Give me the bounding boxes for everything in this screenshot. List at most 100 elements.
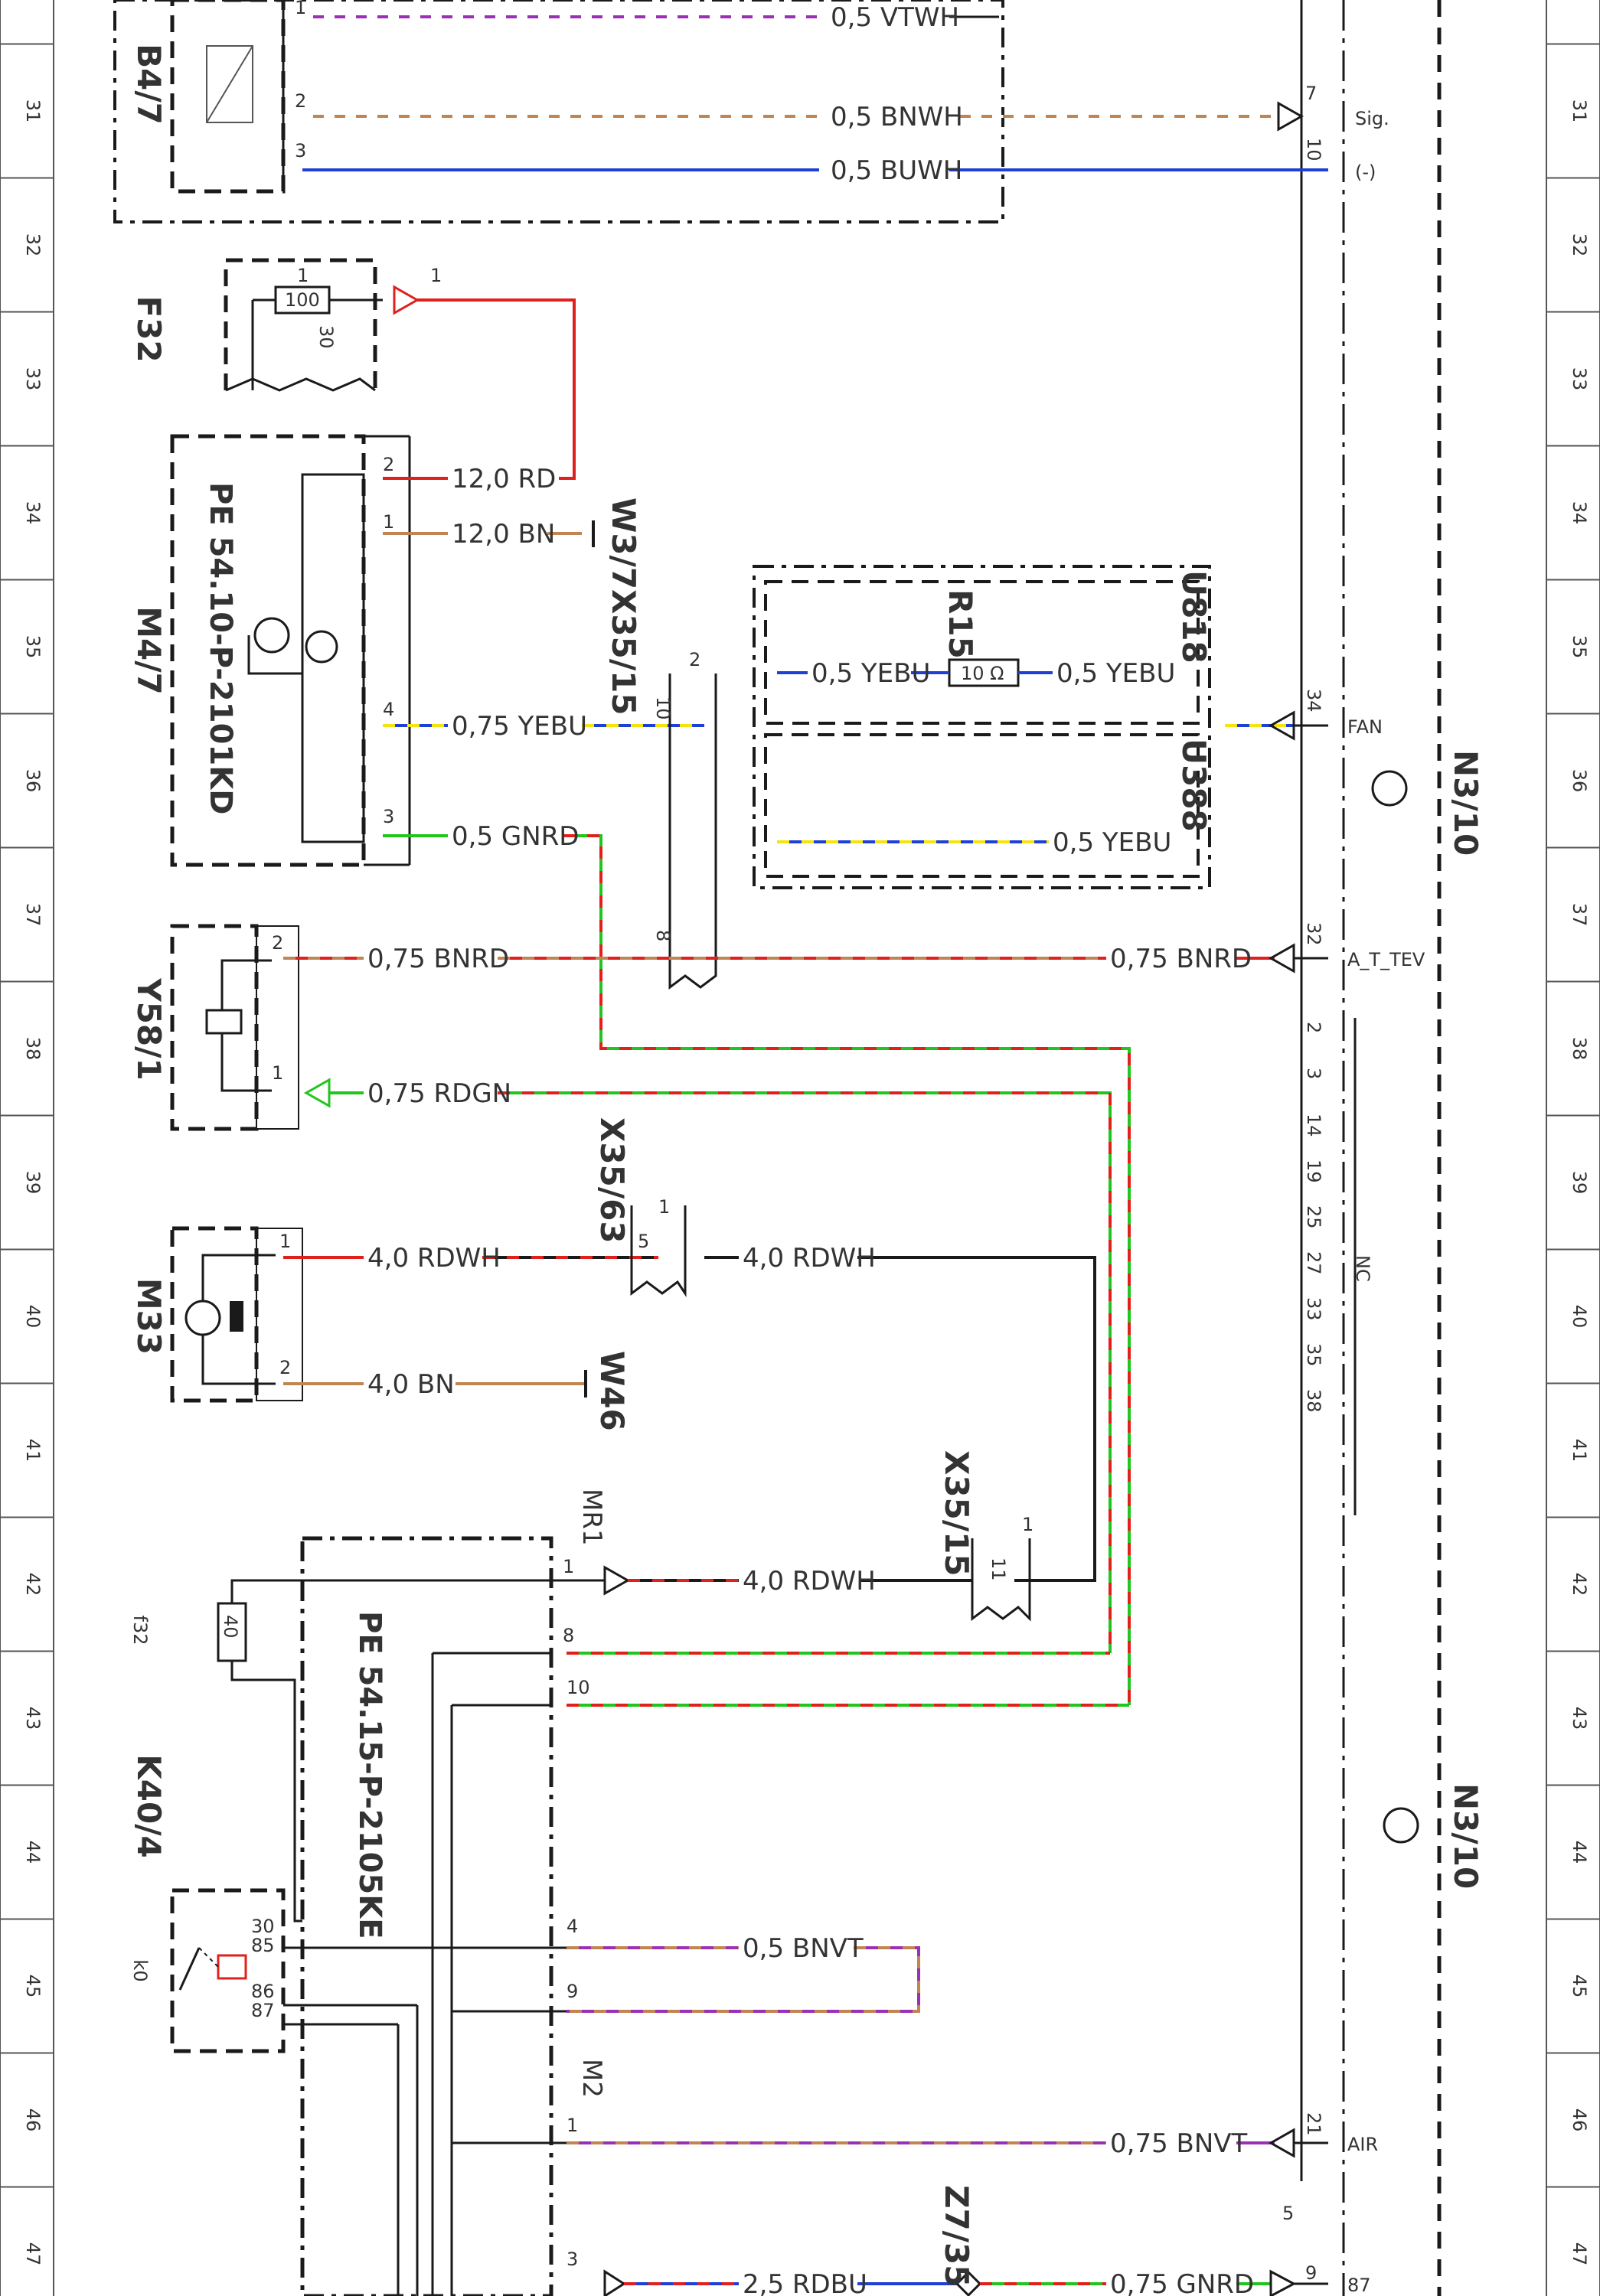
r15-resistor-value: 10 Ω	[961, 663, 1004, 684]
x35-15-label-b: X35/15	[938, 1450, 975, 1577]
b4-7-pin-1: 1	[295, 0, 306, 18]
row-number-right: 45	[1569, 1975, 1590, 1998]
wire-label-r15-right: 0,5 YEBU	[1056, 658, 1175, 689]
row-number-left: 43	[22, 1707, 44, 1730]
n3-10-label-a: N3/10	[1447, 750, 1484, 856]
m4-7-part-ref: PE 54.10-P-2101KD	[203, 482, 238, 814]
y58-1-component: Y58/1 2 1	[130, 924, 299, 1131]
row-number-left: 41	[22, 1439, 44, 1463]
b4-7-label: B4/7	[130, 44, 168, 125]
n3-pin-fan: FAN	[1347, 716, 1383, 738]
nc-pin-number: 35	[1303, 1343, 1324, 1367]
wire-label-bnwh: 0,5 BNWH	[831, 102, 963, 132]
k0-pin-85: 85	[251, 1935, 275, 1956]
k40-4-part-ref: PE 54.15-P-2105KE	[352, 1611, 387, 1939]
n3-pin-10: 10	[1303, 138, 1324, 161]
x35-15-connector: 2 10 8	[652, 649, 717, 990]
n3-pin-5: 5	[1282, 2203, 1294, 2224]
n3-pin-7: 7	[1305, 83, 1317, 104]
k40-4-m2-pin-1: 1	[567, 2115, 578, 2136]
row-number-right: 44	[1569, 1841, 1590, 1864]
wire-label-rdgn: 0,75 RDGN	[367, 1078, 511, 1109]
y58-1-label: Y58/1	[130, 977, 168, 1080]
row-number-left: 44	[22, 1841, 44, 1864]
k0-pin-30: 30	[251, 1916, 275, 1937]
k40-4-pin-4: 4	[567, 1916, 578, 1937]
row-number-right: 41	[1569, 1439, 1590, 1463]
m4-7-pin-2: 2	[383, 454, 394, 475]
n3-10-module-border	[1300, 0, 1442, 2296]
wire-12-0-rd-path	[417, 298, 576, 480]
y58-1-pin-2: 2	[272, 932, 283, 954]
row-number-right: 46	[1569, 2108, 1590, 2132]
k40-4-label: K40/4	[130, 1754, 168, 1858]
nc-pin-number: 25	[1303, 1205, 1324, 1229]
n3-10-label-b: N3/10	[1447, 1783, 1484, 1889]
transistor-icon	[1371, 770, 1408, 807]
f32-label: F32	[130, 295, 168, 362]
row-number-right: 35	[1569, 635, 1590, 659]
f32-pin-30: 30	[315, 325, 337, 349]
k0-label: k0	[129, 1959, 151, 1981]
wire-label-12-rd: 12,0 RD	[452, 464, 556, 494]
row-number-left: 34	[22, 501, 44, 525]
n3-10-module: N3/10 N3/10 Sig. (-) FAN A_T_TEV NC AIR …	[1282, 83, 1484, 2296]
m4-7-label: M4/7	[130, 606, 168, 695]
x35-15-pin-8: 8	[652, 930, 674, 941]
x35-15-label-a: X35/15	[605, 589, 642, 716]
f32-pin-1: 1	[297, 265, 309, 286]
k0-pin-86: 86	[251, 1981, 275, 2002]
f32-fuse: 100 F32 1 30 1	[130, 258, 442, 392]
f32b-label: f32	[129, 1616, 151, 1645]
k40-4-pin-10: 10	[567, 1677, 590, 1698]
m4-7-pin-1: 1	[383, 511, 394, 533]
n3-pin-minus: (-)	[1355, 161, 1376, 183]
row-number-right: 38	[1569, 1037, 1590, 1061]
row-number-right: 43	[1569, 1707, 1590, 1730]
nc-pin-number: 33	[1303, 1297, 1324, 1321]
row-number-right: 32	[1569, 233, 1590, 257]
b4-7-component: B4/7 1 2 3	[113, 0, 1004, 223]
wire-label-k40-rdwh: 4,0 RDWH	[743, 1566, 876, 1596]
n3-pin-atv: A_T_TEV	[1347, 949, 1425, 970]
b4-7-pin-2: 2	[295, 90, 306, 112]
wire-label-12-bn: 12,0 BN	[452, 519, 555, 550]
nc-pin-number: 2	[1303, 1022, 1324, 1033]
nc-pin-number: 38	[1303, 1389, 1324, 1413]
k40-4-component: K40/4 PE 54.15-P-2105KE 1 8 10 4 9 1 3	[130, 1536, 590, 2296]
wire-label-rdwh-a: 4,0 RDWH	[367, 1243, 501, 1274]
f32-relay-fuse: 40 f32	[129, 1579, 582, 1923]
n3-pin-87: 87	[1347, 2275, 1371, 2296]
m33-pin-1: 1	[279, 1231, 291, 1252]
row-number-left: 45	[22, 1975, 44, 1998]
row-number-right: 33	[1569, 367, 1590, 391]
k40-4-pin-8: 8	[563, 1625, 574, 1646]
z7-35-label: Z7/35	[938, 2185, 975, 2287]
nc-pin-number: 14	[1303, 1114, 1324, 1137]
k40-4-pin-3: 3	[567, 2249, 578, 2270]
row-number-right: 39	[1569, 1171, 1590, 1195]
row-number-left: 33	[22, 367, 44, 391]
row-number-left: 32	[22, 233, 44, 257]
nc-pin-number: 19	[1303, 1159, 1324, 1183]
f32-resistor-value: 100	[285, 289, 320, 311]
k0-pin-87: 87	[251, 2000, 275, 2021]
right-ruler	[1546, 0, 1600, 2296]
u818-u388-wires	[777, 671, 1328, 843]
b4-7-pin-3: 3	[295, 140, 306, 161]
u388-label: U388	[1175, 739, 1213, 832]
wire-label-bnrd-left: 0,75 BNRD	[367, 944, 509, 974]
m2-label: M2	[576, 2059, 607, 2098]
n3-pin-sig: Sig.	[1355, 108, 1389, 129]
row-number-left: 46	[22, 2108, 44, 2132]
x35b-pin-11: 11	[988, 1557, 1009, 1581]
wire-label-rdbu: 2,5 RDBU	[743, 2269, 867, 2296]
x35-63-pin-1: 1	[658, 1196, 670, 1218]
m33-component: M33 1 2	[130, 1226, 303, 1403]
row-number-left: 36	[22, 769, 44, 793]
row-number-right: 34	[1569, 501, 1590, 525]
wire-label-u388: 0,5 YEBU	[1053, 827, 1171, 858]
row-number-right: 47	[1569, 2242, 1590, 2266]
